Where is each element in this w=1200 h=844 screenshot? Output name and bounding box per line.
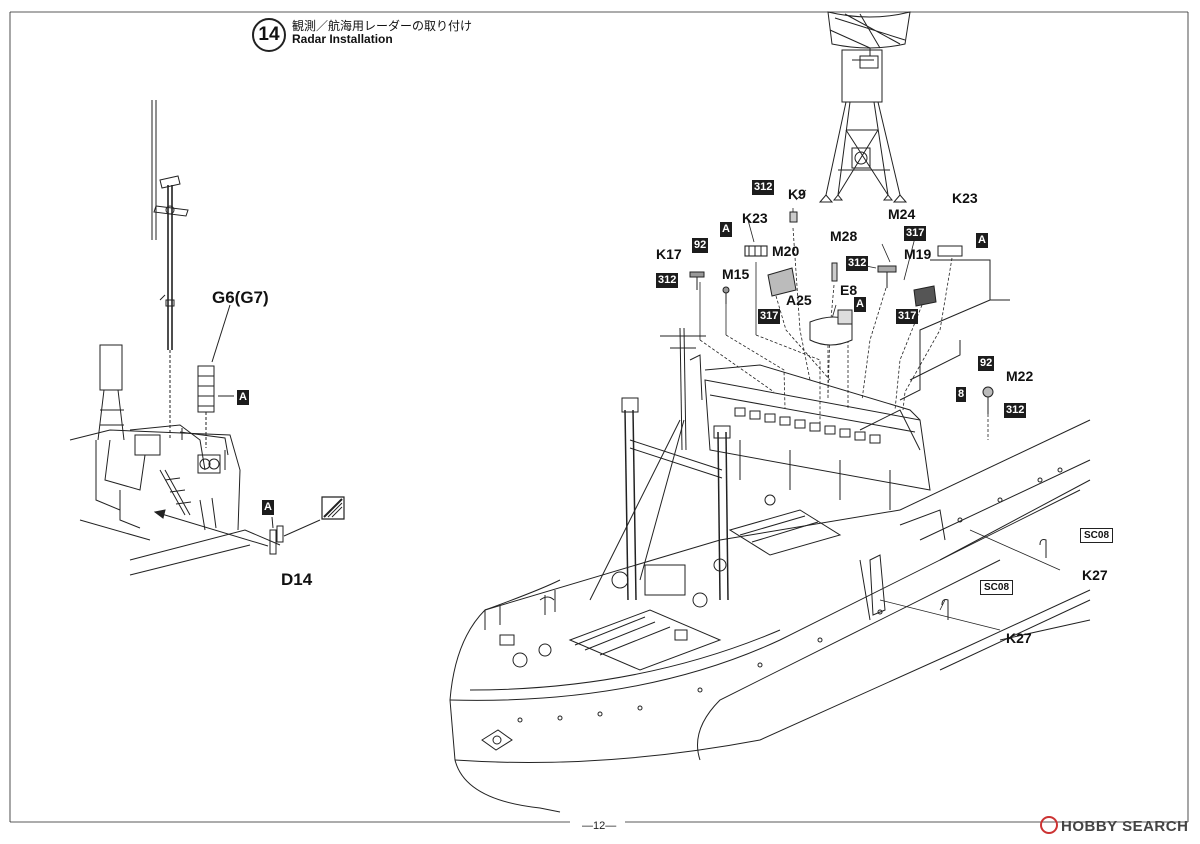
- badge-a-e8: A: [854, 297, 866, 312]
- part-label-m19: M19: [904, 246, 932, 262]
- step-title-en: Radar Installation: [292, 32, 393, 46]
- badge-312-m22: 312: [1004, 403, 1027, 418]
- badge-317-m19: 317: [896, 309, 919, 324]
- badge-92-k17: 92: [692, 238, 709, 253]
- step-number: 14: [252, 18, 286, 52]
- badge-a-k23: A: [720, 222, 732, 237]
- part-label-m15: M15: [722, 266, 750, 282]
- badge-a-d14: A: [262, 500, 274, 515]
- part-label-m24: M24: [888, 206, 916, 222]
- part-label-k27-lower: K27: [1006, 630, 1032, 646]
- part-label-m20: M20: [772, 243, 800, 259]
- badge-sc08-lower: SC08: [980, 580, 1014, 595]
- badge-312-k9: 312: [752, 180, 775, 195]
- step-title-jp: 観測／航海用レーダーの取り付け: [292, 19, 473, 33]
- part-label-m22: M22: [1006, 368, 1034, 384]
- part-label-e8: E8: [840, 282, 858, 298]
- part-label-k9: K9: [788, 186, 806, 202]
- part-label-d14: D14: [281, 570, 313, 589]
- left-detail-view: [69, 100, 345, 576]
- badge-312-k17: 312: [656, 273, 679, 288]
- ship-drawing: [449, 11, 1091, 813]
- badge-92-m22: 92: [978, 356, 995, 371]
- part-label-k23-left: K23: [742, 210, 768, 226]
- part-label-m28: M28: [830, 228, 858, 244]
- bridge-windows: [734, 407, 881, 444]
- part-label-k17: K17: [656, 246, 682, 262]
- badge-a-g6: A: [237, 390, 249, 405]
- badge-a-k23-right: A: [976, 233, 988, 248]
- watermark-text: HOBBY SEARCH: [1061, 818, 1189, 835]
- hobby-search-logo-icon: [1040, 816, 1058, 834]
- part-label-k27-upper: K27: [1082, 567, 1108, 583]
- badge-317-m24: 317: [904, 226, 927, 241]
- part-label-g6: G6(G7): [212, 288, 269, 307]
- page-frame: [9, 11, 1189, 823]
- page-number: —12—: [582, 820, 617, 832]
- badge-sc08-upper: SC08: [1080, 528, 1114, 543]
- part-label-a25: A25: [786, 292, 812, 308]
- badge-8-m22: 8: [956, 387, 967, 402]
- badge-312-m28: 312: [846, 256, 869, 271]
- small-parts: [689, 211, 1047, 620]
- watermark: HOBBY SEARCH: [1040, 816, 1188, 835]
- part-label-k23-right: K23: [952, 190, 978, 206]
- radar-antenna: [827, 11, 911, 49]
- badge-317-m20: 317: [758, 309, 781, 324]
